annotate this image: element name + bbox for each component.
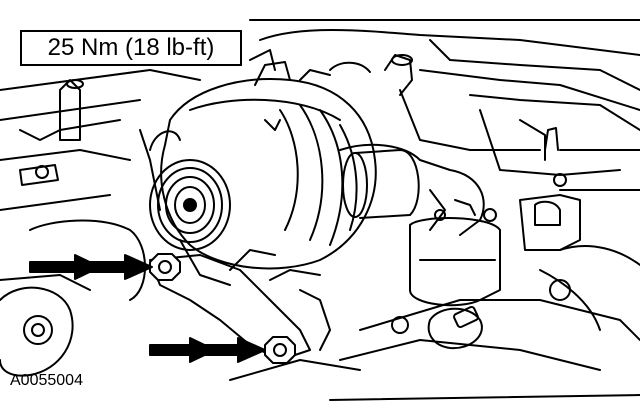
figure-id-label: A0055004 [10,372,83,389]
right-canister [409,127,581,307]
left-engine-parts [0,79,181,377]
thermostat-housing [339,143,497,236]
alternator-pulley [149,159,231,251]
right-lower-fitting [391,279,571,350]
alternator-lower-bolt [264,336,296,364]
hose-fitting [329,54,413,96]
torque-spec-label: 25 Nm (18 lb-ft) [20,30,242,66]
lower-bolt-arrow [149,337,266,363]
upper-bolt-arrow [29,254,153,280]
alternator-upper-bolt [149,253,181,281]
